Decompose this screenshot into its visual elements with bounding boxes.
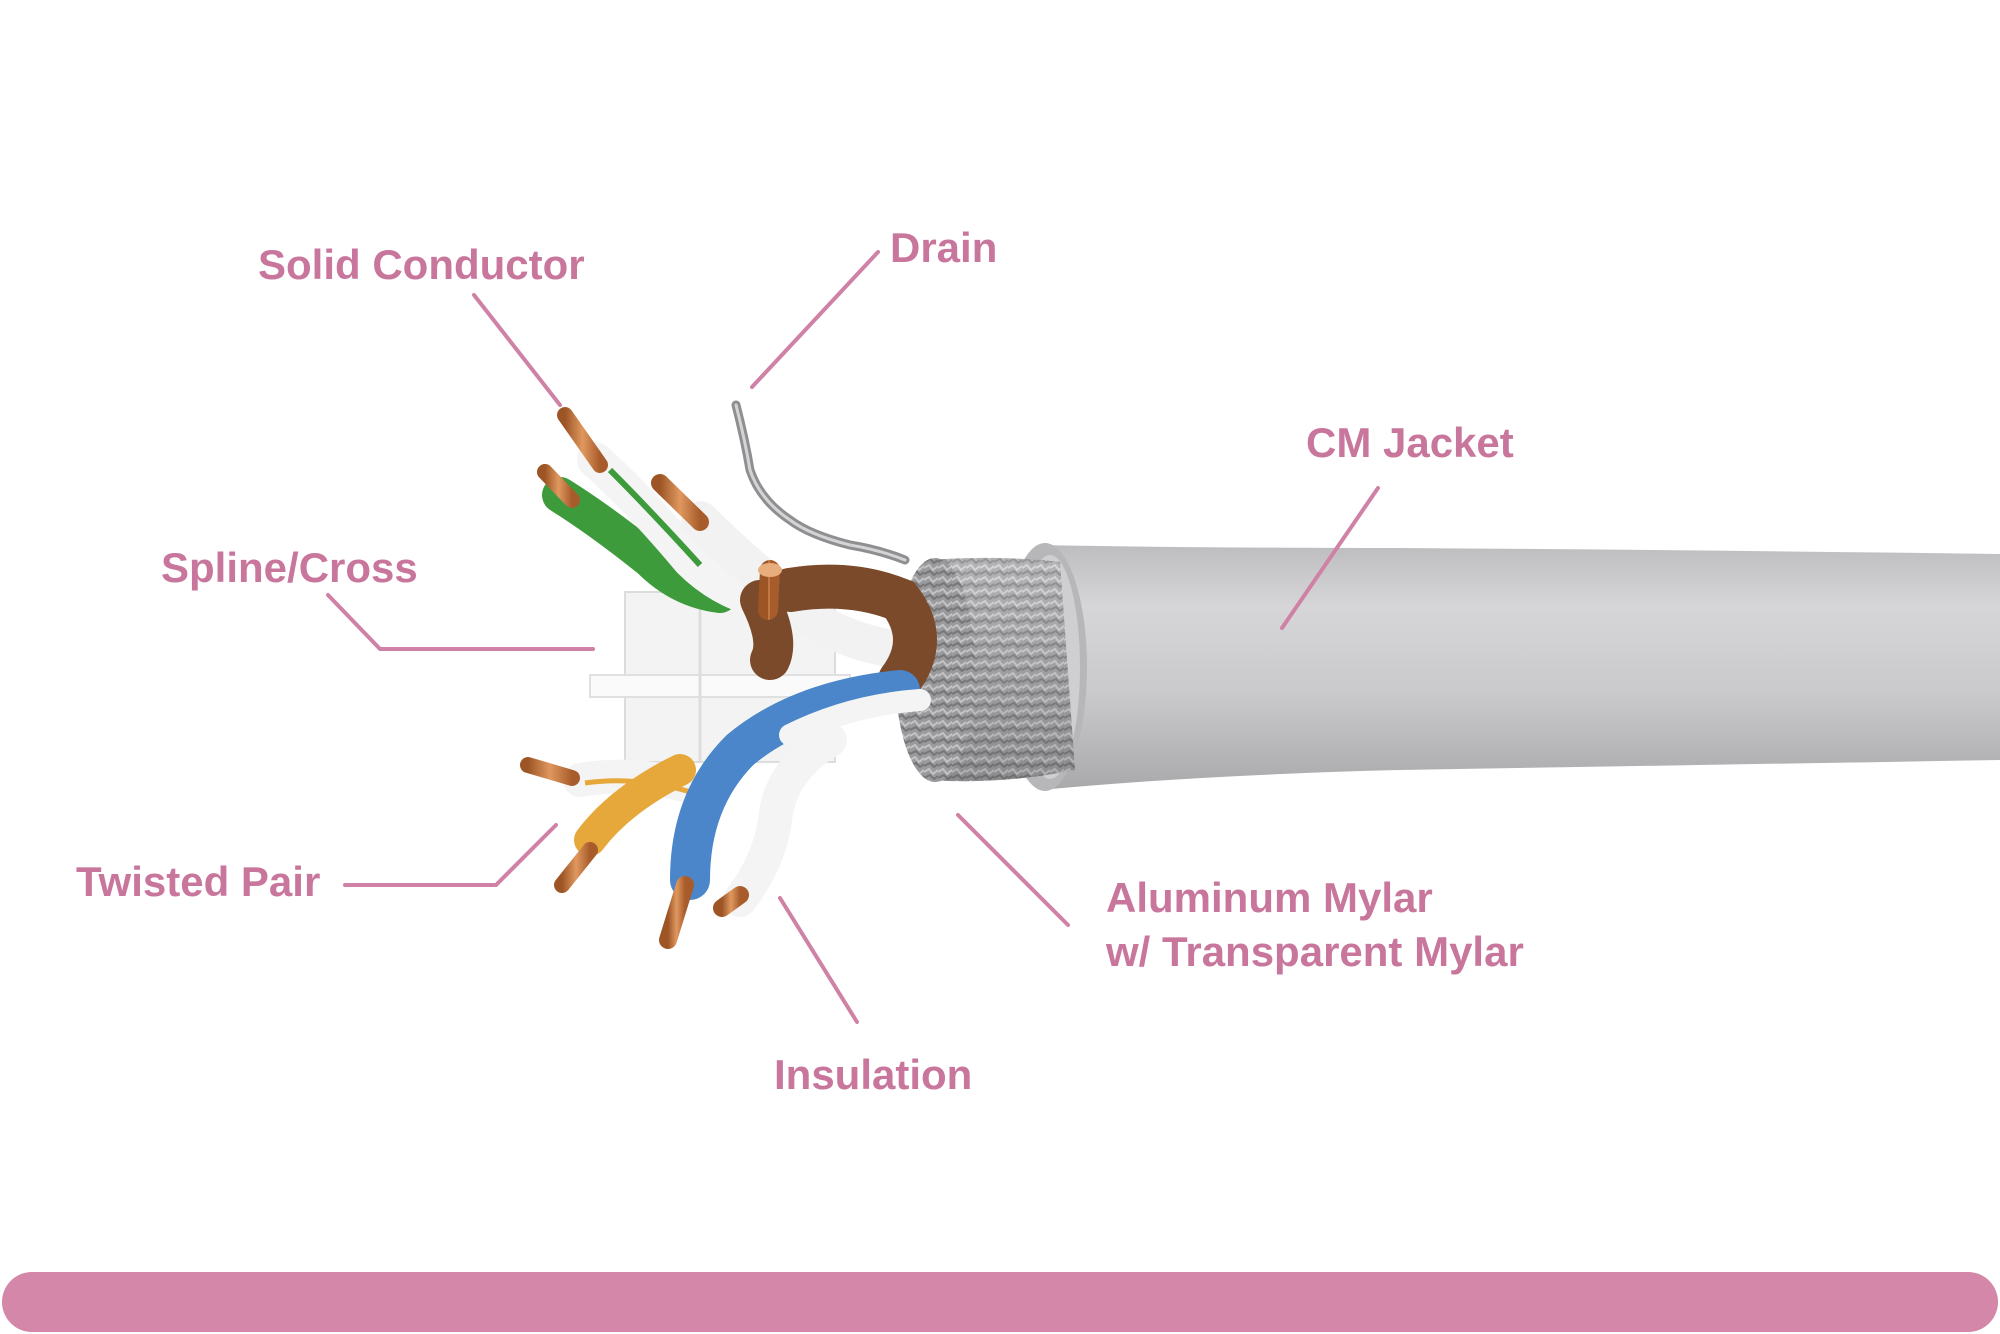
blue-pair	[659, 670, 931, 949]
label-insulation: Insulation	[774, 1051, 973, 1098]
cm-jacket-leader	[1280, 486, 1380, 630]
label-twisted-pair: Twisted Pair	[76, 858, 321, 905]
label-solid-conductor: Solid Conductor	[258, 241, 585, 288]
aluminum-mylar-shape	[895, 557, 1075, 782]
label-spline-cross: Spline/Cross	[161, 544, 418, 591]
bottom-accent-bar	[2, 1272, 1998, 1332]
leader-lines	[326, 250, 1380, 1024]
orange-pair	[520, 754, 717, 893]
label-aluminum-mylar-line2: w/ Transparent Mylar	[1106, 928, 1524, 975]
cm-jacket-shape	[1003, 543, 2000, 791]
label-aluminum-mylar: Aluminum Mylar w/ Transparent Mylar	[1106, 871, 1524, 979]
label-drain: Drain	[890, 224, 998, 271]
green-pair	[537, 407, 778, 618]
twisted-pair-leader	[343, 823, 558, 887]
label-aluminum-mylar-line1: Aluminum Mylar	[1106, 874, 1433, 921]
label-cm-jacket: CM Jacket	[1306, 419, 1514, 466]
drain-leader	[750, 250, 880, 389]
insulation-leader	[778, 896, 859, 1024]
spline-cross-leader	[326, 593, 595, 651]
brown-pair	[651, 474, 937, 702]
aluminum-mylar-leader	[956, 813, 1070, 927]
solid-conductor-leader	[472, 293, 562, 407]
